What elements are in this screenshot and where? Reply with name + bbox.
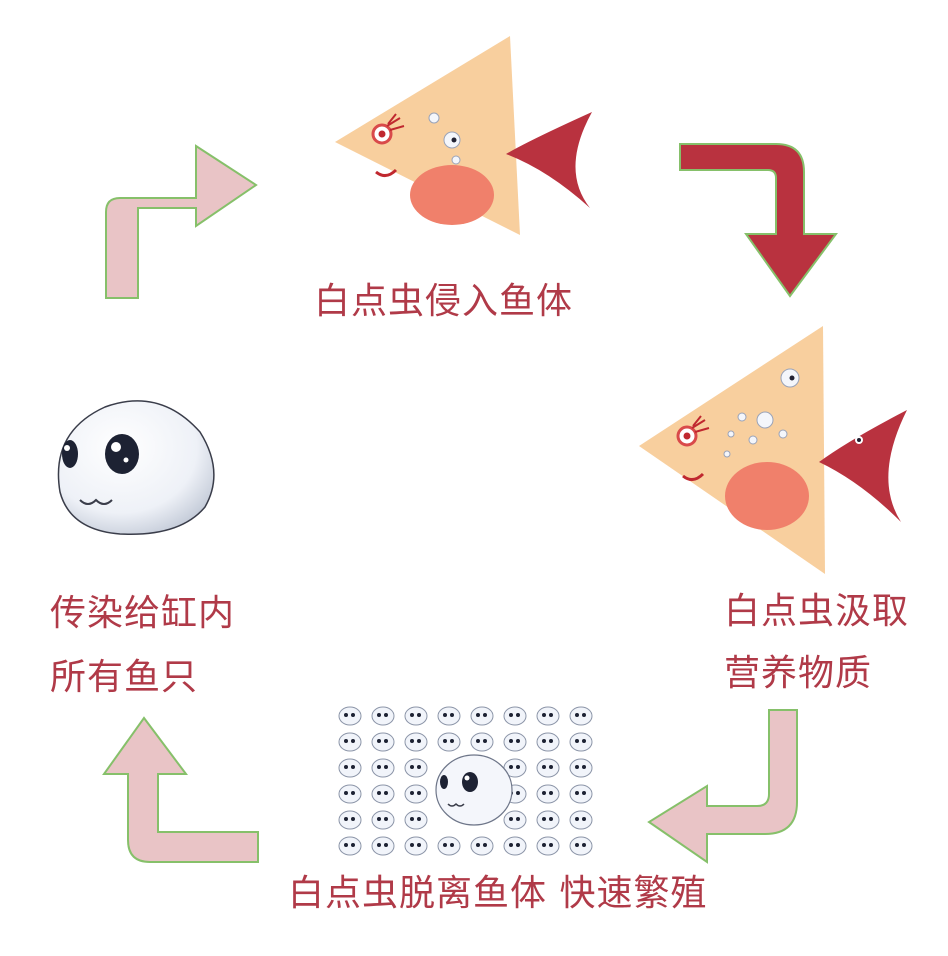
small-parasite-icon [569, 810, 593, 830]
small-parasite-icon [536, 810, 560, 830]
step-label-invade: 白点虫侵入鱼体 [314, 281, 574, 322]
small-parasite-icon [338, 758, 362, 778]
small-parasite-icon [338, 836, 362, 856]
small-parasite-icon [371, 706, 395, 726]
cycle-arrow-icon [647, 709, 798, 864]
small-parasite-icon [404, 758, 428, 778]
fish-icon [335, 36, 592, 235]
small-parasite-icon [371, 732, 395, 752]
small-parasite-icon [437, 836, 461, 856]
small-parasite-icon [536, 836, 560, 856]
small-parasite-icon [371, 784, 395, 804]
small-parasite-icon [536, 706, 560, 726]
small-parasite-icon [569, 732, 593, 752]
small-parasite-icon [503, 810, 527, 830]
small-parasite-icon [338, 706, 362, 726]
step-label-absorb-line1: 白点虫汲取 [724, 591, 910, 632]
small-parasite-icon [371, 836, 395, 856]
small-parasite-icon [338, 732, 362, 752]
small-parasite-icon [503, 836, 527, 856]
small-parasite-icon [569, 836, 593, 856]
small-parasite-icon [503, 732, 527, 752]
cycle-arrow-icon [105, 144, 258, 299]
small-parasite-icon [536, 732, 560, 752]
cycle-arrow-icon [102, 716, 259, 863]
small-parasite-icon [404, 836, 428, 856]
small-parasite-icon [470, 732, 494, 752]
step-label-spread-line2: 所有鱼只 [50, 657, 199, 698]
step-label-detach: 白点虫脱离鱼体 快速繁殖 [288, 873, 708, 914]
small-parasite-icon [569, 706, 593, 726]
small-parasite-icon [371, 810, 395, 830]
small-parasite-icon [404, 784, 428, 804]
small-parasite-icon [437, 732, 461, 752]
small-parasite-icon [404, 706, 428, 726]
small-parasite-icon [404, 732, 428, 752]
small-parasite-icon [503, 758, 527, 778]
white-spot-parasite-icon [435, 754, 513, 826]
small-parasite-icon [338, 784, 362, 804]
white-spot-parasite-icon [57, 400, 215, 536]
small-parasite-icon [371, 758, 395, 778]
small-parasite-icon [437, 706, 461, 726]
small-parasite-icon [503, 706, 527, 726]
small-parasite-icon [536, 784, 560, 804]
step-label-absorb-line2: 营养物质 [724, 653, 873, 694]
small-parasite-icon [404, 810, 428, 830]
cycle-arrow-icon [679, 143, 838, 298]
small-parasite-icon [338, 810, 362, 830]
small-parasite-icon [569, 758, 593, 778]
step-label-spread-line1: 传染给缸内 [50, 593, 236, 634]
small-parasite-icon [470, 706, 494, 726]
fish-icon [639, 326, 907, 574]
small-parasite-icon [569, 784, 593, 804]
small-parasite-icon [470, 836, 494, 856]
small-parasite-icon [536, 758, 560, 778]
parasite-cluster-icon [338, 706, 593, 856]
